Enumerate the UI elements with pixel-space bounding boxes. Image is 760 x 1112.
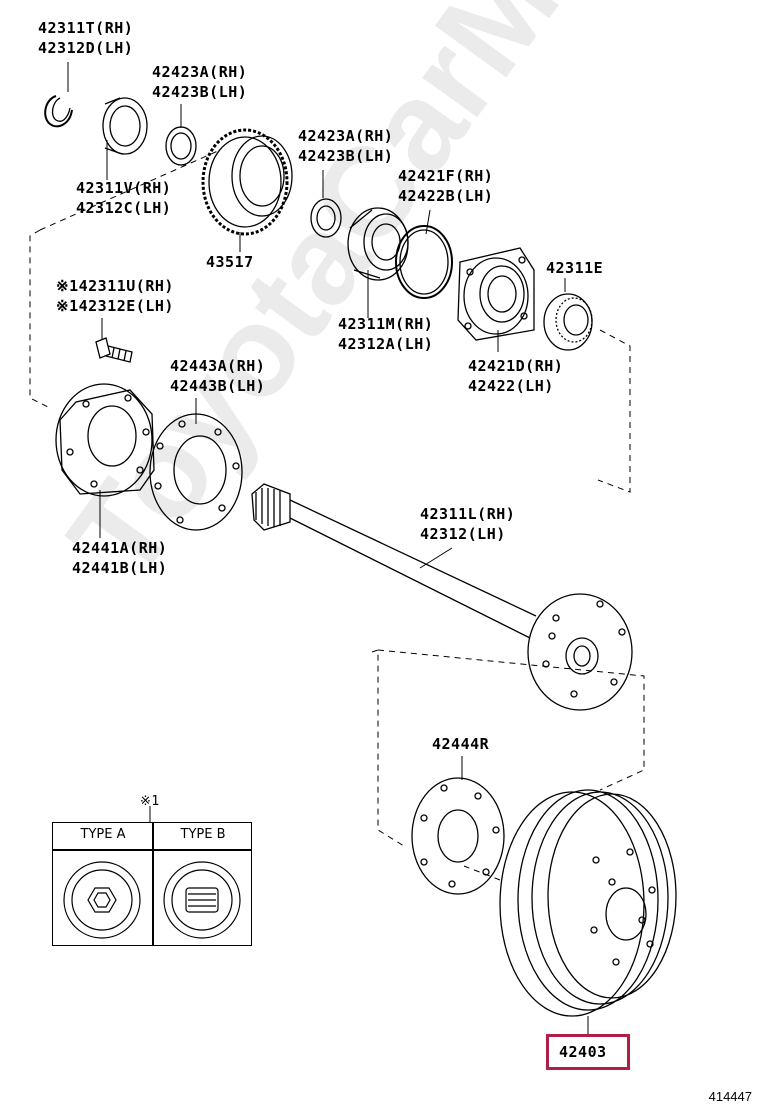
drum-gasket-part [411, 777, 505, 895]
label-oil-seal[interactable]: 42311V(RH) 42312C(LH) [76, 179, 172, 217]
label-bearing-case[interactable]: 42421D(RH) 42422(LH) [468, 357, 564, 395]
table-divider-vertical [152, 823, 154, 945]
table-divider-horizontal [53, 849, 251, 851]
type-b-header: TYPE B [180, 827, 226, 842]
oil-seal-part [102, 97, 148, 155]
label-brake-drum[interactable]: 42403 [559, 1043, 607, 1061]
axle-shaft-part [251, 483, 633, 711]
label-snap-ring[interactable]: 42311T(RH) 42312D(LH) [38, 19, 134, 57]
label-gasket[interactable]: 42443A(RH) 42443B(LH) [170, 357, 266, 395]
label-axle-shaft[interactable]: 42311L(RH) 42312(LH) [420, 505, 516, 543]
type-a-hub-nut [63, 861, 141, 939]
label-retainer-a[interactable]: 42423A(RH) 42423B(LH) [152, 63, 248, 101]
label-inner-seal[interactable]: 42311E [546, 259, 604, 277]
brake-drum-highlight[interactable]: 42403 [546, 1034, 630, 1070]
o-ring-part [395, 225, 453, 299]
type-b-hub-nut [163, 861, 241, 939]
sensor-rotor-part [201, 128, 293, 236]
leader-lines [67, 62, 589, 1034]
label-sensor-rotor[interactable]: 43517 [206, 253, 254, 271]
snap-ring-part [44, 95, 73, 128]
bearing-part [347, 207, 409, 281]
diagram-code: 414447 [708, 1089, 752, 1104]
label-retainer-b[interactable]: 42423A(RH) 42423B(LH) [298, 127, 394, 165]
note-mark: ※1 [140, 794, 160, 809]
label-o-ring[interactable]: 42421F(RH) 42422B(LH) [398, 167, 494, 205]
gasket-part [149, 413, 243, 531]
retainer-part-b [310, 198, 342, 238]
hub-nut-type-table: TYPE A TYPE B [52, 822, 252, 946]
label-bearing[interactable]: 42311M(RH) 42312A(LH) [338, 315, 434, 353]
brake-drum-part [499, 789, 677, 1017]
label-backing-plate[interactable]: 42441A(RH) 42441B(LH) [72, 539, 168, 577]
dashed-guides [29, 149, 645, 881]
type-a-header: TYPE A [80, 827, 126, 842]
inner-seal-part [543, 293, 593, 351]
label-drum-gasket[interactable]: 42444R [432, 735, 490, 753]
label-hub-bolt[interactable]: ※142311U(RH) ※142312E(LH) [56, 277, 174, 315]
backing-plate-part [55, 383, 155, 497]
hub-bolt-part [95, 337, 133, 363]
bearing-case-part [457, 247, 535, 341]
retainer-part-a [165, 126, 197, 166]
